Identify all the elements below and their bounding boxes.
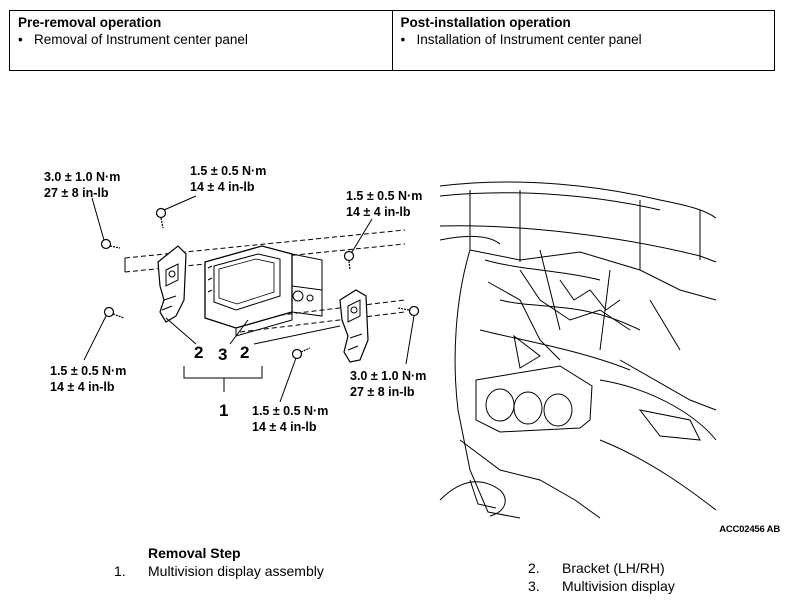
torque-inlb: 14 ± 4 in-lb <box>190 180 255 194</box>
torque-nm: 1.5 ± 0.5 N·m <box>190 164 267 178</box>
torque-nm: 1.5 ± 0.5 N·m <box>346 189 423 203</box>
torque-inlb: 14 ± 4 in-lb <box>252 420 317 434</box>
step-label: Bracket (LH/RH) <box>562 560 665 576</box>
torque-inlb: 27 ± 8 in-lb <box>44 186 109 200</box>
pre-removal-cell: Pre-removal operation • Removal of Instru… <box>10 11 392 70</box>
post-installation-heading: Post-installation operation <box>400 15 571 30</box>
torque-label-top-middle: 1.5 ± 0.5 N·m 14 ± 4 in-lb <box>190 163 266 195</box>
torque-nm: 3.0 ± 1.0 N·m <box>350 369 427 383</box>
step-number: 2. <box>528 560 540 576</box>
callout-2-left: 2 <box>194 343 204 362</box>
callout-3: 3 <box>218 345 228 364</box>
bullet: • <box>18 32 23 47</box>
bullet: • <box>400 32 406 47</box>
callout-2-right: 2 <box>240 343 250 362</box>
pre-removal-heading: Pre-removal operation <box>18 15 162 30</box>
pre-removal-item-text: Removal of Instrument center panel <box>34 32 248 47</box>
figure-code: ACC02456 AB <box>719 524 780 535</box>
torque-nm: 3.0 ± 1.0 N·m <box>44 170 121 184</box>
removal-steps-title: Removal Step <box>148 545 241 561</box>
removal-step-1: 1. Multivision display assembly <box>114 563 324 580</box>
torque-label-bottom-middle: 1.5 ± 0.5 N·m 14 ± 4 in-lb <box>252 403 328 435</box>
removal-step-3: 3. Multivision display <box>528 578 675 595</box>
torque-nm: 1.5 ± 0.5 N·m <box>252 404 329 418</box>
step-label: Multivision display assembly <box>148 563 324 579</box>
post-installation-item-text: Installation of Instrument center panel <box>416 32 642 47</box>
step-label: Multivision display <box>562 578 675 594</box>
torque-label-bottom-left: 1.5 ± 0.5 N·m 14 ± 4 in-lb <box>50 363 126 395</box>
torque-inlb: 14 ± 4 in-lb <box>50 380 115 394</box>
step-number: 1. <box>114 563 126 579</box>
step-number: 3. <box>528 578 540 594</box>
torque-inlb: 14 ± 4 in-lb <box>346 205 411 219</box>
torque-inlb: 27 ± 8 in-lb <box>350 385 415 399</box>
post-installation-cell: Post-installation operation • Installatio… <box>391 11 775 70</box>
torque-nm: 1.5 ± 0.5 N·m <box>50 364 127 378</box>
callout-1: 1 <box>219 401 229 420</box>
torque-label-top-right: 1.5 ± 0.5 N·m 14 ± 4 in-lb <box>346 188 422 220</box>
pre-removal-item: • Removal of Instrument center panel <box>18 31 384 48</box>
post-installation-item: • Installation of Instrument center panel <box>401 31 767 48</box>
torque-label-right: 3.0 ± 1.0 N·m 27 ± 8 in-lb <box>350 368 426 400</box>
operations-table: Pre-removal operation • Removal of Instru… <box>9 10 775 71</box>
removal-step-2: 2. Bracket (LH/RH) <box>528 560 665 577</box>
torque-label-top-left: 3.0 ± 1.0 N·m 27 ± 8 in-lb <box>44 169 120 201</box>
